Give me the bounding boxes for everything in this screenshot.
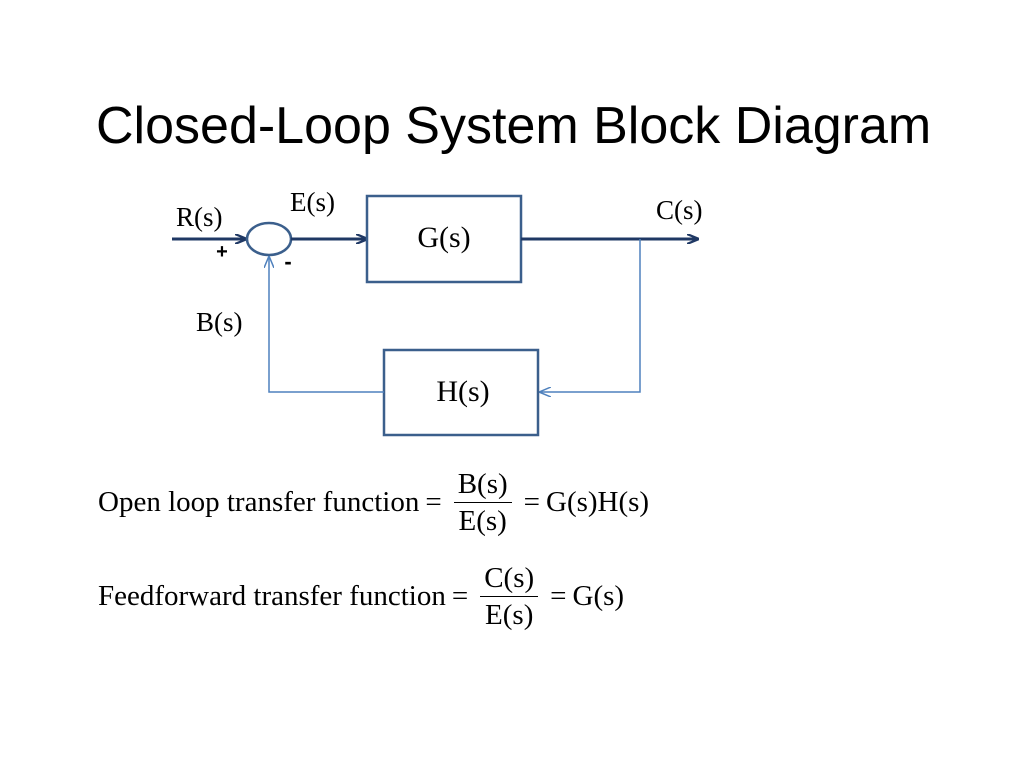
feedforward-label: Feedforward transfer function xyxy=(98,580,446,612)
equals-sign: = xyxy=(523,486,540,518)
forward-block-label: G(s) xyxy=(417,221,470,254)
plus-sign: + xyxy=(216,241,228,263)
open-loop-fraction: B(s) E(s) xyxy=(453,466,512,539)
equals-sign: = xyxy=(550,580,567,612)
feedback-label: B(s) xyxy=(196,307,243,337)
feedback-block-label: H(s) xyxy=(436,375,489,408)
equals-sign: = xyxy=(425,486,442,518)
feedforward-result: G(s) xyxy=(572,580,625,612)
fraction-numerator: C(s) xyxy=(480,560,539,597)
fraction-numerator: B(s) xyxy=(453,466,512,503)
fraction-denominator: E(s) xyxy=(485,599,534,631)
open-loop-label: Open loop transfer function xyxy=(98,486,420,518)
slide-title: Closed-Loop System Block Diagram xyxy=(96,97,932,155)
equals-sign: = xyxy=(451,580,469,612)
output-label: C(s) xyxy=(656,195,703,225)
open-loop-equation: Open loop transfer function = B(s) E(s) … xyxy=(98,466,649,539)
input-label: R(s) xyxy=(176,202,223,232)
forward-block xyxy=(365,194,523,284)
feedforward-fraction: C(s) E(s) xyxy=(480,560,539,633)
feedforward-equation: Feedforward transfer function = C(s) E(s… xyxy=(98,560,624,633)
minus-sign: - xyxy=(284,249,291,274)
error-label: E(s) xyxy=(290,187,335,217)
fraction-denominator: E(s) xyxy=(458,505,507,537)
open-loop-result: G(s)H(s) xyxy=(546,486,650,518)
feedback-signal-arrow xyxy=(269,257,384,393)
feedback-takeoff-line xyxy=(540,239,641,392)
